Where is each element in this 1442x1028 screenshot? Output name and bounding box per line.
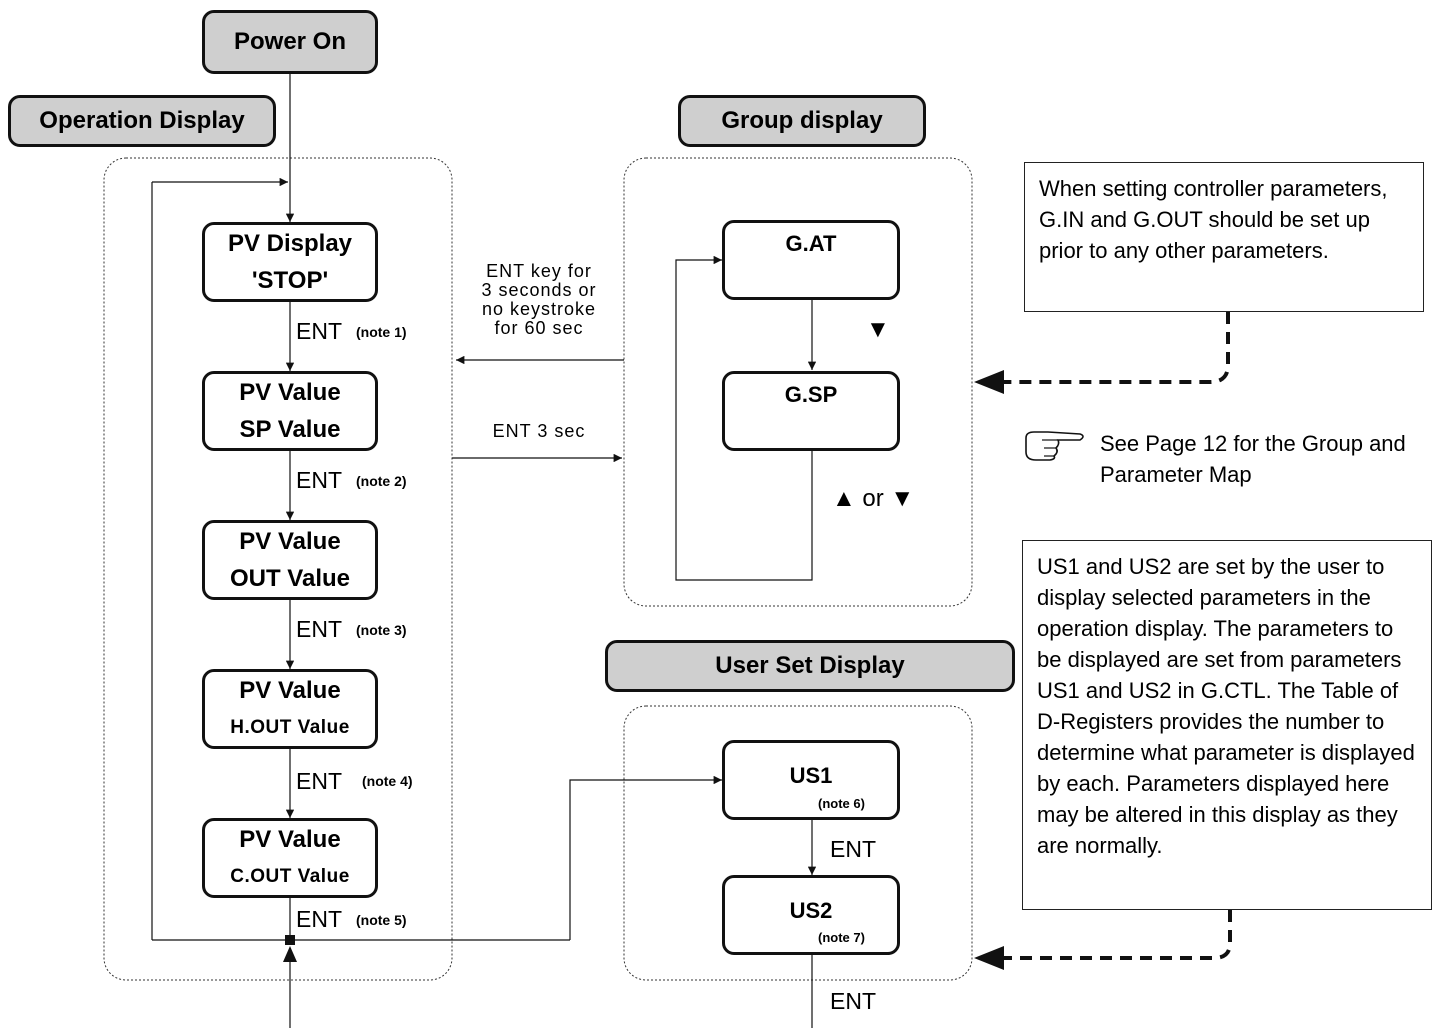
box-line-2: 'STOP': [251, 267, 329, 294]
pv-hout-value-box: PV Value H.OUT Value: [202, 669, 378, 749]
user-set-container: [623, 705, 973, 981]
pv-display-stop-box: PV Display 'STOP': [202, 222, 378, 302]
see-page-note: See Page 12 for the Group and Parameter …: [1100, 431, 1406, 487]
up-or-down-keys: ▲ or ▼: [832, 485, 915, 512]
pv-out-value-box: PV Value OUT Value: [202, 520, 378, 600]
to-operation-line-2: 3 seconds or: [481, 280, 597, 300]
ent-label-3: ENT: [296, 616, 342, 642]
note-4: (note 4): [362, 773, 413, 789]
operation-container: [103, 157, 453, 981]
us2-box: US2: [722, 875, 900, 955]
user-set-display-header: User Set Display: [605, 640, 1015, 692]
pv-cout-value-box: PV Value C.OUT Value: [202, 818, 378, 898]
to-operation-label: ENT key for 3 seconds or no keystroke fo…: [464, 262, 614, 338]
box-line-1: PV Display: [227, 230, 353, 257]
to-operation-line-4: for 60 sec: [494, 318, 584, 338]
pointing-hand-icon: [1025, 431, 1084, 461]
us2-label: US2: [789, 898, 833, 923]
box-line-1: PV Value: [239, 826, 341, 853]
down-arrow-key: ▼: [866, 316, 890, 343]
us-ent-label: ENT: [830, 836, 876, 862]
gsp-label: G.SP: [784, 382, 838, 407]
ent-label-4: ENT: [296, 768, 342, 794]
us-ent-bottom-label: ENT: [830, 988, 876, 1014]
ent-label-5: ENT: [296, 906, 342, 932]
us1-label: US1: [789, 763, 833, 788]
group-display-header: Group display: [678, 95, 926, 147]
note-3: (note 3): [356, 622, 407, 638]
note-2: (note 2): [356, 473, 407, 489]
us2-note: (note 7): [818, 930, 865, 945]
setup-note-box: When setting controller parameters, G.IN…: [1024, 162, 1424, 312]
operation-display-header: Operation Display: [8, 95, 276, 147]
gsp-box: G.SP: [722, 371, 900, 451]
note-5: (note 5): [356, 912, 407, 928]
box-line-2: C.OUT Value: [230, 866, 350, 887]
ent-label-2: ENT: [296, 467, 342, 493]
user-set-note-box: US1 and US2 are set by the user to displ…: [1022, 540, 1432, 910]
box-line-2: OUT Value: [229, 565, 351, 592]
box-line-1: PV Value: [239, 528, 341, 555]
gat-box: G.AT: [722, 220, 900, 300]
box-line-1: PV Value: [239, 379, 341, 406]
to-operation-line-1: ENT key for: [486, 261, 592, 281]
box-line-1: PV Value: [239, 677, 341, 704]
to-group-label: ENT 3 sec: [492, 421, 586, 441]
gat-label: G.AT: [785, 231, 837, 256]
box-line-2: H.OUT Value: [230, 717, 350, 738]
us1-box: US1: [722, 740, 900, 820]
ent-label-1: ENT: [296, 318, 342, 344]
pv-sp-value-box: PV Value SP Value: [202, 371, 378, 451]
group-container: [623, 157, 973, 607]
power-on-header: Power On: [202, 10, 378, 74]
us1-note: (note 6): [818, 796, 865, 811]
box-line-2: SP Value: [239, 416, 341, 443]
note-1: (note 1): [356, 324, 407, 340]
to-operation-line-3: no keystroke: [481, 299, 597, 319]
